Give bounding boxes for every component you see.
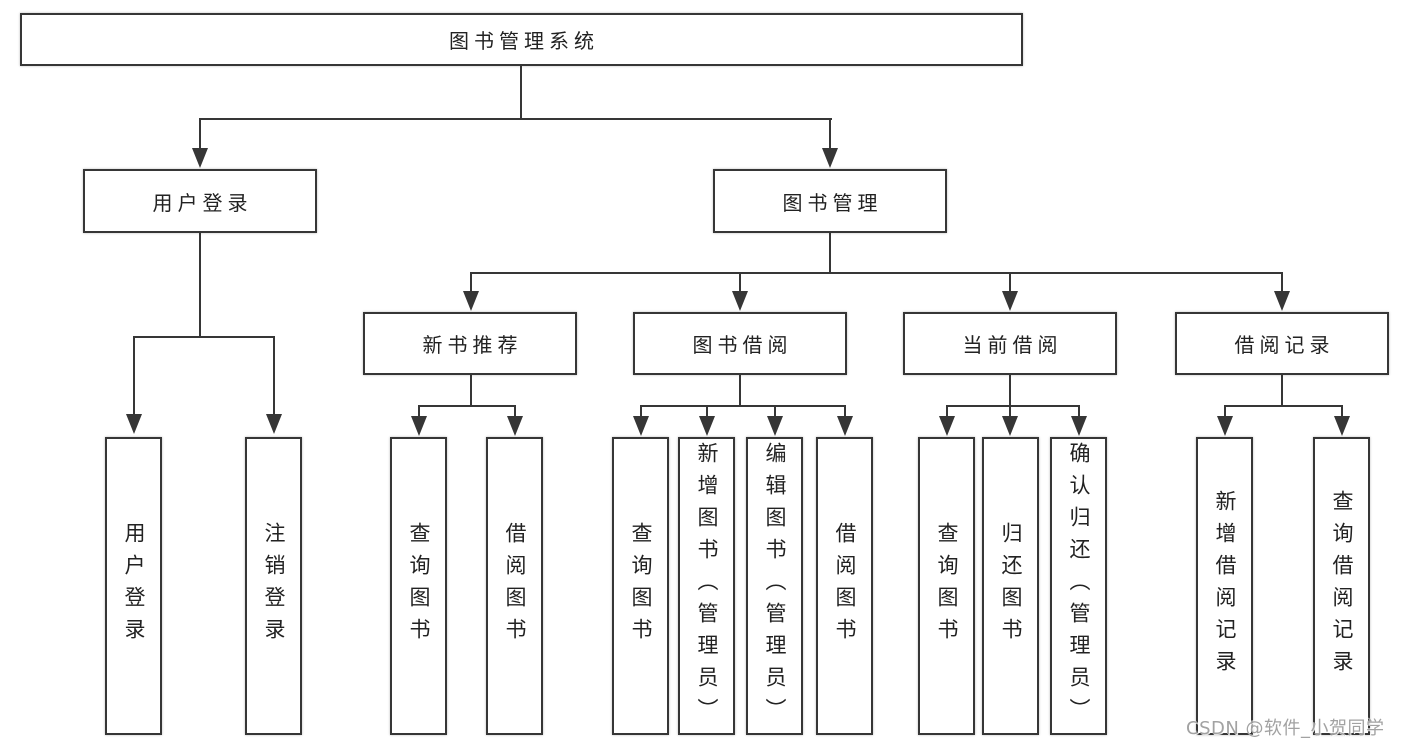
- arrow-down-icon: [822, 148, 838, 168]
- connector-line: [640, 405, 846, 407]
- arrow-down-icon: [633, 416, 649, 436]
- node-user-login: 用户登录: [83, 169, 317, 233]
- leaf-query-book-recommend: 查询图书: [390, 437, 447, 735]
- leaf-label: 确认归还（管理员）: [1067, 442, 1091, 730]
- connector-line: [1224, 407, 1226, 416]
- node-current-borrow: 当前借阅: [903, 312, 1117, 375]
- leaf-return-book: 归还图书: [982, 437, 1039, 735]
- arrow-down-icon: [1002, 291, 1018, 311]
- node-label: 新书推荐: [422, 333, 523, 357]
- leaf-label: 查询图书: [407, 522, 431, 650]
- arrow-down-icon: [126, 414, 142, 434]
- leaf-add-borrow-record: 新增借阅记录: [1196, 437, 1253, 735]
- leaf-label: 借阅图书: [833, 522, 857, 650]
- arrow-down-icon: [1217, 416, 1233, 436]
- connector-line: [1009, 407, 1011, 416]
- connector-line: [418, 405, 516, 407]
- connector-line: [946, 407, 948, 416]
- leaf-label: 注销登录: [262, 522, 286, 650]
- leaf-label: 查询借阅记录: [1330, 490, 1354, 682]
- connector-line: [1009, 274, 1011, 291]
- connector-line: [706, 407, 708, 416]
- leaf-borrow-book: 借阅图书: [816, 437, 873, 735]
- csdn-watermark: CSDN @软件_小贺同学: [1186, 718, 1385, 739]
- node-book-management: 图书管理: [713, 169, 947, 233]
- connector-line: [829, 233, 831, 273]
- arrow-down-icon: [411, 416, 427, 436]
- node-label: 借阅记录: [1234, 333, 1335, 357]
- connector-line: [774, 407, 776, 416]
- arrow-down-icon: [699, 416, 715, 436]
- connector-line: [844, 407, 846, 416]
- connector-line: [640, 407, 642, 416]
- node-label: 当前借阅: [962, 333, 1063, 357]
- arrow-down-icon: [939, 416, 955, 436]
- node-label: 图书管理系统: [449, 29, 599, 53]
- arrow-down-icon: [1002, 416, 1018, 436]
- connector-line: [1224, 405, 1343, 407]
- connector-line: [470, 272, 1283, 274]
- leaf-label: 查询图书: [629, 522, 653, 650]
- arrow-down-icon: [1071, 416, 1087, 436]
- connector-line: [946, 405, 1080, 407]
- connector-line: [273, 338, 275, 414]
- arrow-down-icon: [463, 291, 479, 311]
- connector-line: [470, 274, 472, 291]
- arrow-down-icon: [1334, 416, 1350, 436]
- arrow-down-icon: [266, 414, 282, 434]
- node-new-book-recommend: 新书推荐: [363, 312, 577, 375]
- arrow-down-icon: [732, 291, 748, 311]
- connector-line: [1009, 375, 1011, 406]
- arrow-down-icon: [507, 416, 523, 436]
- leaf-query-book-borrow: 查询图书: [612, 437, 669, 735]
- node-borrow-record: 借阅记录: [1175, 312, 1389, 375]
- node-label: 用户登录: [152, 190, 253, 215]
- node-label: 图书管理: [782, 190, 883, 215]
- leaf-user-login: 用户登录: [105, 437, 162, 735]
- connector-line: [1281, 375, 1283, 406]
- connector-line: [133, 336, 275, 338]
- leaf-query-book-current: 查询图书: [918, 437, 975, 735]
- connector-line: [199, 233, 201, 337]
- leaf-query-borrow-record: 查询借阅记录: [1313, 437, 1370, 735]
- leaf-label: 编辑图书（管理员）: [763, 442, 787, 730]
- leaf-label: 查询图书: [935, 522, 959, 650]
- node-library-management-system: 图书管理系统: [20, 13, 1023, 66]
- arrow-down-icon: [192, 148, 208, 168]
- leaf-label: 借阅图书: [503, 522, 527, 650]
- leaf-logout-login: 注销登录: [245, 437, 302, 735]
- connector-line: [418, 407, 420, 416]
- leaf-edit-book-admin: 编辑图书（管理员）: [746, 437, 803, 735]
- node-label: 图书借阅: [692, 333, 793, 357]
- leaf-label: 新增借阅记录: [1213, 490, 1237, 682]
- arrow-down-icon: [837, 416, 853, 436]
- leaf-label: 归还图书: [999, 522, 1023, 650]
- connector-line: [199, 118, 832, 120]
- connector-line: [470, 375, 472, 406]
- connector-line: [739, 375, 741, 406]
- connector-line: [1281, 274, 1283, 291]
- arrow-down-icon: [767, 416, 783, 436]
- leaf-borrow-book-recommend: 借阅图书: [486, 437, 543, 735]
- connector-line: [1078, 407, 1080, 416]
- connector-line: [133, 338, 135, 414]
- connector-line: [739, 274, 741, 291]
- leaf-confirm-return-admin: 确认归还（管理员）: [1050, 437, 1107, 735]
- connector-line: [829, 120, 831, 148]
- arrow-down-icon: [1274, 291, 1290, 311]
- node-book-borrow: 图书借阅: [633, 312, 847, 375]
- leaf-add-book-admin: 新增图书（管理员）: [678, 437, 735, 735]
- leaf-label: 用户登录: [122, 522, 146, 650]
- connector-line: [199, 120, 201, 148]
- connector-line: [520, 66, 522, 119]
- leaf-label: 新增图书（管理员）: [695, 442, 719, 730]
- connector-line: [514, 407, 516, 416]
- connector-line: [1341, 407, 1343, 416]
